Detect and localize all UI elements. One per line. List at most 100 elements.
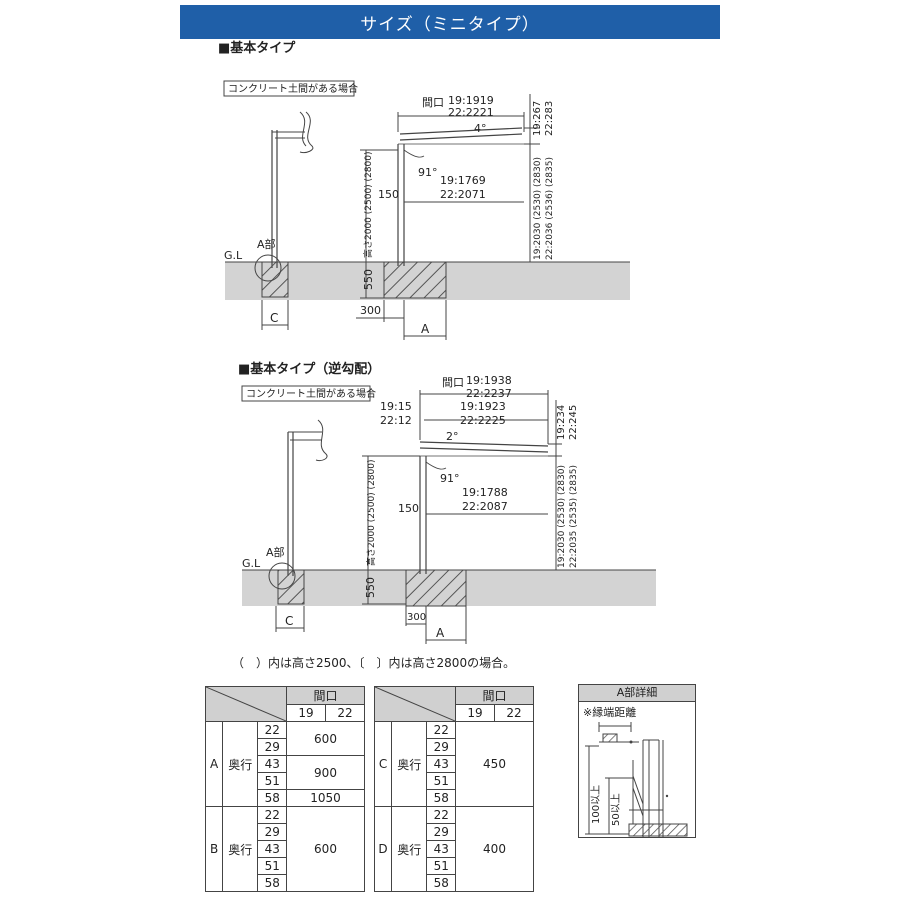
table-row: 58 (426, 874, 456, 892)
table-row: 43 (426, 840, 456, 858)
top-right-h-19: 19:267 (532, 101, 543, 136)
table-b-depth-label: 奥行 (222, 806, 259, 892)
top-span-22: 22:2221 (448, 106, 494, 119)
table-dim-c: C (373, 721, 393, 807)
bottom-a-part: A部 (266, 545, 285, 559)
table-dim-a: A (204, 721, 224, 807)
bottom-left-footing (277, 569, 305, 605)
bottom-slope: 2° (446, 430, 459, 443)
dimension-table-cd: 間口 19 22 C 奥行 22 450 29 43 51 58 D 奥行 22… (373, 686, 534, 892)
table-row: 22 (426, 806, 456, 824)
top-c-label: C (270, 311, 278, 325)
table-row: 51 (426, 857, 456, 875)
table-row: 29 (426, 738, 456, 756)
table-ab-col-19: 19 (286, 704, 326, 722)
dimension-table-ab: 間口 19 22 A 奥行 22 600 29 43 900 51 58 105… (204, 686, 365, 892)
bottom-depth: 550 (364, 577, 377, 598)
top-right-total-19: 19:2030 (2530) (2830) (533, 157, 543, 260)
bottom-right-h-22: 22:245 (568, 405, 579, 440)
table-row: 43 (257, 755, 287, 773)
top-inner-19: 19:1769 (440, 174, 486, 187)
bottom-a-part-circle (268, 562, 296, 590)
table-row: 29 (257, 823, 287, 841)
table-a-value-1050: 1050 (286, 789, 365, 807)
top-height: 高さ2000 (2500) (2800) (362, 152, 374, 258)
bottom-main-footing (405, 569, 467, 607)
table-ab-col-22: 22 (325, 704, 365, 722)
bottom-a-label: A (436, 626, 445, 640)
table-a-value-600: 600 (286, 721, 365, 756)
bottom-inner-22: 22:2087 (462, 500, 508, 513)
bottom-right-total-22: 22:2035 (2535) (2835) (569, 465, 579, 568)
table-row: 22 (257, 721, 287, 739)
bottom-section-label: ■基本タイプ（逆勾配） (238, 361, 380, 377)
table-row: 43 (257, 840, 287, 858)
table-row: 43 (426, 755, 456, 773)
bottom-c-label: C (285, 614, 293, 628)
bottom-inner-span-22: 22:2225 (460, 414, 506, 427)
top-a-part: A部 (257, 237, 276, 251)
top-left-offset: 150 (378, 188, 399, 201)
top-span-label: 間口 (422, 96, 444, 109)
table-a-depth-label: 奥行 (222, 721, 259, 807)
table-row: 58 (257, 789, 287, 807)
table-b-value: 600 (286, 806, 365, 892)
table-row: 29 (426, 823, 456, 841)
top-depth: 550 (362, 269, 375, 290)
detail-50: 50以上 (610, 793, 622, 826)
table-row: 58 (257, 874, 287, 892)
bottom-gl: G.L (242, 557, 261, 570)
table-cd-corner (374, 686, 456, 722)
top-angle: 91° (418, 166, 438, 179)
top-inner-22: 22:2071 (440, 188, 486, 201)
table-cd-col-22: 22 (494, 704, 534, 722)
page-title: サイズ（ミニタイプ） (180, 5, 720, 39)
top-gl: G.L (224, 249, 243, 262)
a-part-detail: A部詳細 ※縁端距離 100以上 50以上 (578, 684, 696, 838)
table-a-value-900: 900 (286, 755, 365, 790)
bottom-left-offset: 150 (398, 502, 419, 515)
bottom-height: 高さ2000 (2500) (2800) (365, 460, 377, 566)
table-ab-span-header: 間口 (286, 686, 365, 705)
table-c-depth-label: 奥行 (391, 721, 428, 807)
detail-drawing: 100以上 50以上 (585, 722, 688, 838)
bottom-post-offset: 300 (407, 612, 426, 623)
bottom-right-h-19: 19:234 (556, 405, 567, 440)
bottom-span-19: 19:1938 (466, 374, 512, 387)
table-dim-d: D (373, 806, 393, 892)
detail-100: 100以上 (590, 785, 602, 824)
top-right-h-22: 22:283 (544, 101, 555, 136)
top-section-label: ■基本タイプ (218, 40, 296, 56)
table-d-value: 400 (455, 806, 534, 892)
bottom-right-total-19: 19:2030 (2530) (2830) (557, 465, 567, 568)
top-span-19: 19:1919 (448, 94, 494, 107)
top-post-offset: 300 (360, 304, 381, 317)
table-row: 58 (426, 789, 456, 807)
table-row: 29 (257, 738, 287, 756)
bottom-angle: 91° (440, 472, 460, 485)
top-concrete-box (223, 80, 355, 97)
bottom-span-label: 間口 (442, 376, 464, 389)
top-concrete-label: コンクリート土間がある場合 (228, 82, 358, 95)
bottom-left-top-22: 22:12 (380, 414, 412, 427)
top-right-total-22: 22:2036 (2536) (2835) (545, 157, 555, 260)
bottom-concrete-box (241, 385, 371, 402)
table-ab-corner (205, 686, 287, 722)
bottom-left-top-19: 19:15 (380, 400, 412, 413)
top-slope: 4° (474, 122, 487, 135)
detail-edge-label: ※縁端距離 (583, 706, 637, 719)
table-cd-col-19: 19 (455, 704, 495, 722)
footnote: （ ）内は高さ2500、〔 〕内は高さ2800の場合。 (232, 656, 516, 670)
top-a-label: A (421, 322, 430, 336)
bottom-inner-19: 19:1788 (462, 486, 508, 499)
table-row: 22 (257, 806, 287, 824)
table-row: 51 (257, 772, 287, 790)
table-d-depth-label: 奥行 (391, 806, 428, 892)
top-a-part-circle (254, 254, 282, 282)
table-row: 51 (426, 772, 456, 790)
top-left-footing (261, 261, 289, 298)
bottom-concrete-label: コンクリート土間がある場合 (246, 387, 376, 400)
top-main-footing (383, 261, 447, 299)
table-cd-span-header: 間口 (455, 686, 534, 705)
